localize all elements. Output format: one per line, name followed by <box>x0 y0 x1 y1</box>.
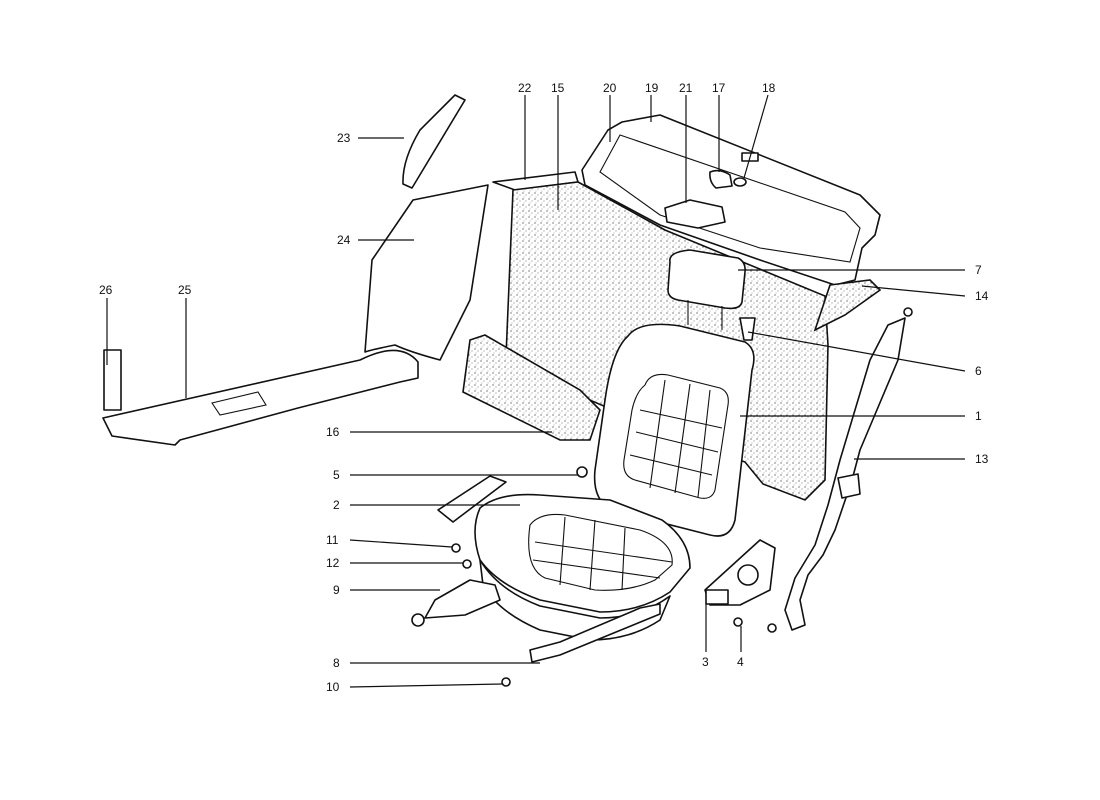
part-14-upper-bolt <box>903 307 913 317</box>
callout-6: 6 <box>975 364 982 378</box>
part-24-side-panel <box>364 184 489 361</box>
part-17-lamp <box>709 169 733 189</box>
callout-11: 11 <box>326 533 339 547</box>
part-1-seat-back <box>593 323 755 537</box>
callout-4: 4 <box>737 655 744 669</box>
callout-26: 26 <box>99 283 113 297</box>
part-11-bolt <box>451 543 461 553</box>
callout-5: 5 <box>333 468 340 482</box>
callout-3: 3 <box>702 655 709 669</box>
part-13-belt-buckle <box>837 473 861 499</box>
part-4-bolt <box>733 617 743 627</box>
part-18-clip <box>733 177 747 187</box>
callout-23: 23 <box>337 131 351 145</box>
callout-18: 18 <box>762 81 776 95</box>
part-7-headrest <box>667 249 746 310</box>
callout-9: 9 <box>333 583 340 597</box>
callout-21: 21 <box>679 81 693 95</box>
leader-lines <box>106 94 966 688</box>
callout-7: 7 <box>975 263 982 277</box>
part-13-anchor-bolt <box>767 623 777 633</box>
part-25-sill-panel <box>102 349 419 446</box>
callout-14: 14 <box>975 289 989 303</box>
part-12-washer <box>462 559 472 569</box>
callout-10: 10 <box>326 680 340 694</box>
part-8-seat-rail <box>529 603 661 663</box>
callout-25: 25 <box>178 283 192 297</box>
part-3-recliner-knob <box>737 564 759 586</box>
part-1-seat-back-quilting <box>629 379 723 498</box>
callout-22: 22 <box>518 81 532 95</box>
part-2-seat-cushion-inset <box>528 513 673 591</box>
part-1-seat-back-inset <box>623 373 729 499</box>
callout-19: 19 <box>645 81 659 95</box>
part-10-screw <box>501 677 511 687</box>
part-9-adjuster-knob <box>411 613 425 627</box>
part-26-trim-strip <box>103 349 122 411</box>
part-14-shelf-end <box>813 279 882 332</box>
callout-labels: 1 2 3 4 5 6 7 8 9 10 11 12 13 14 15 16 1… <box>99 81 989 694</box>
part-5-seat-bracket <box>437 475 507 523</box>
part-25-sill-cutout <box>211 391 267 416</box>
part-21-center-housing <box>664 199 726 229</box>
part-13-seat-belt <box>784 317 906 631</box>
part-16-lower-carpet <box>462 334 601 441</box>
callout-1: 1 <box>975 409 982 423</box>
callout-24: 24 <box>337 233 351 247</box>
part-6-headrest-guide <box>739 317 756 341</box>
part-9-slide-adjuster <box>424 579 501 619</box>
callout-15: 15 <box>551 81 565 95</box>
part-2-seat-cushion-quilting <box>532 516 673 591</box>
part-23-pillar-trim <box>402 94 466 189</box>
callout-17: 17 <box>712 81 726 95</box>
callout-8: 8 <box>333 656 340 670</box>
callout-16: 16 <box>326 425 340 439</box>
part-3-recliner-lever <box>705 589 729 605</box>
callout-20: 20 <box>603 81 617 95</box>
callout-2: 2 <box>333 498 340 512</box>
callout-13: 13 <box>975 452 989 466</box>
part-5-bolt <box>576 466 588 478</box>
callout-12: 12 <box>326 556 340 570</box>
